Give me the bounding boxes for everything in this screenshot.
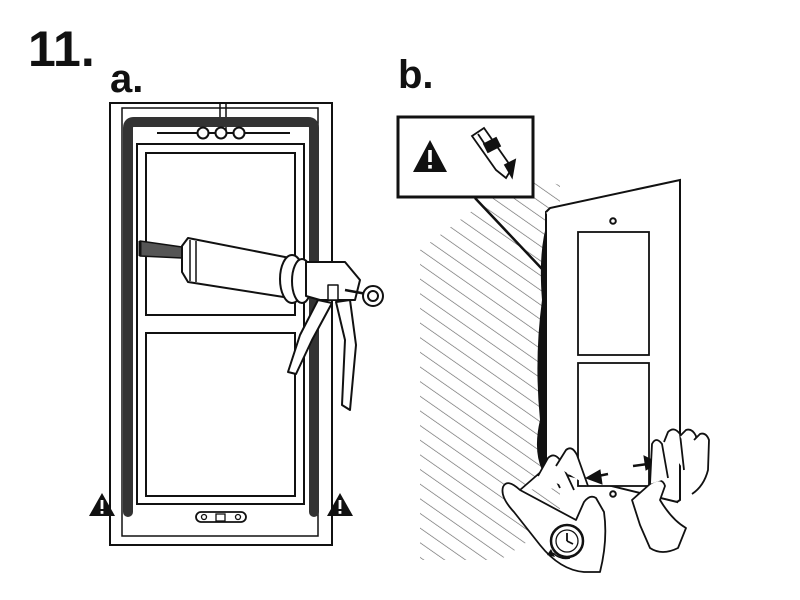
mounting-box-frame	[109, 102, 333, 546]
sealant-bead	[123, 117, 319, 517]
panel-a	[89, 102, 353, 546]
warning-triangle-icon	[327, 493, 353, 516]
wall-hatching	[420, 175, 560, 560]
step-number: 11.	[28, 21, 95, 77]
right-hand	[631, 428, 710, 553]
clock-icon	[547, 523, 585, 560]
mounting-box-inner	[136, 143, 305, 505]
panel-b	[396, 115, 710, 573]
panel-b-label: b.	[398, 53, 434, 97]
callout-leader	[474, 197, 544, 271]
warning-triangle-icon	[413, 140, 447, 172]
bottom-latch	[195, 511, 247, 523]
utility-knife-icon	[470, 126, 517, 180]
caulking-gun	[138, 237, 384, 411]
intercom-panel	[545, 178, 681, 504]
panel-a-label: a.	[110, 57, 143, 101]
warning-callout	[396, 115, 535, 199]
top-mounting-bar	[157, 126, 290, 140]
warning-triangle-icon	[89, 493, 115, 516]
